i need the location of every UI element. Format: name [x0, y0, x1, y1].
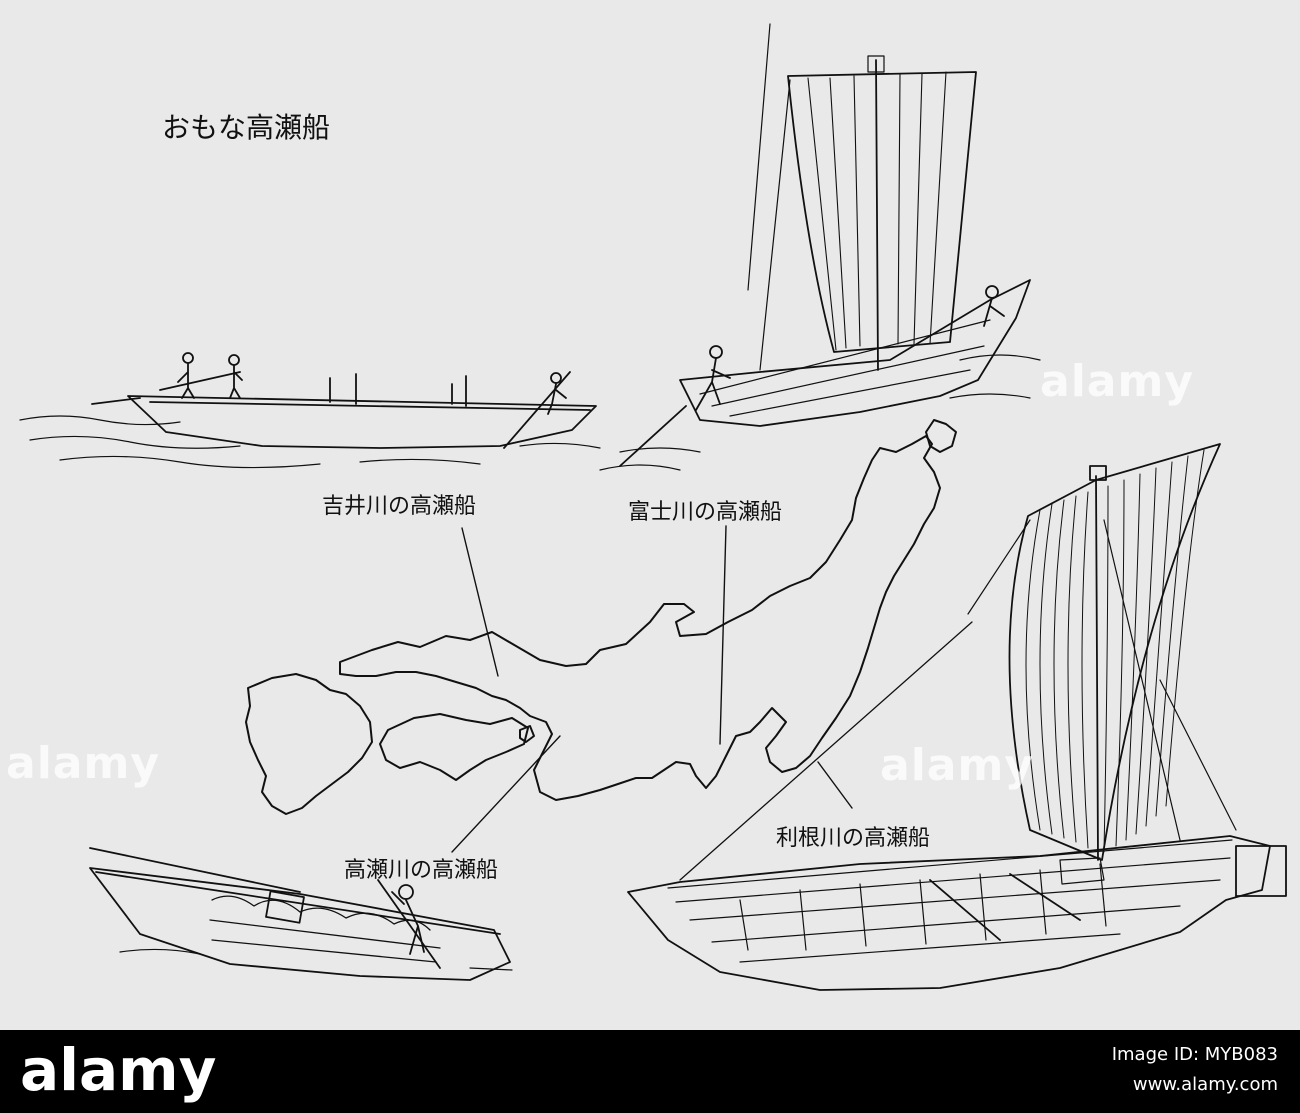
label-yoshii-river: 吉井川の高瀬船: [322, 494, 477, 519]
hokkaido-outline: [925, 419, 957, 453]
leader-fuji: [719, 525, 727, 745]
tone-boat-drawing: [627, 443, 1287, 991]
kyushu-outline: [245, 673, 373, 815]
shikoku-outline: [379, 713, 529, 781]
awaji-island: [519, 725, 535, 743]
watermark-left: alamy: [6, 738, 160, 789]
illustration-title: おもな高瀬船: [162, 111, 331, 144]
illustration-panel: おもな高瀬船 吉井川の高瀬船 富士川の高瀬船 高瀬川の高瀬船 利根川の高瀬船 a…: [0, 0, 1300, 1030]
alamy-logo: alamy: [20, 1036, 217, 1104]
stock-footer-bar: alamy Image ID: MYB083 www.alamy.com: [0, 1030, 1300, 1113]
leader-yoshii: [461, 527, 499, 677]
label-tone-river: 利根川の高瀬船: [776, 826, 931, 851]
honshu-outline: [339, 435, 941, 801]
yoshii-boat-drawing: [19, 352, 601, 469]
label-fuji-river: 富士川の高瀬船: [628, 500, 783, 525]
watermark-right-top: alamy: [1040, 356, 1194, 407]
image-id-text: Image ID: MYB083: [1111, 1044, 1278, 1065]
japan-map: [245, 419, 957, 815]
watermark-right-bottom: alamy: [880, 740, 1034, 791]
leader-lines: [451, 525, 853, 853]
label-takase-river: 高瀬川の高瀬船: [344, 858, 499, 883]
leader-tone: [817, 761, 853, 809]
line-illustration: [19, 23, 1287, 991]
fuji-boat-drawing: [599, 23, 1041, 471]
takase-boat-drawing: [89, 847, 513, 981]
site-url-text: www.alamy.com: [1132, 1074, 1278, 1095]
leader-takase: [451, 735, 561, 853]
